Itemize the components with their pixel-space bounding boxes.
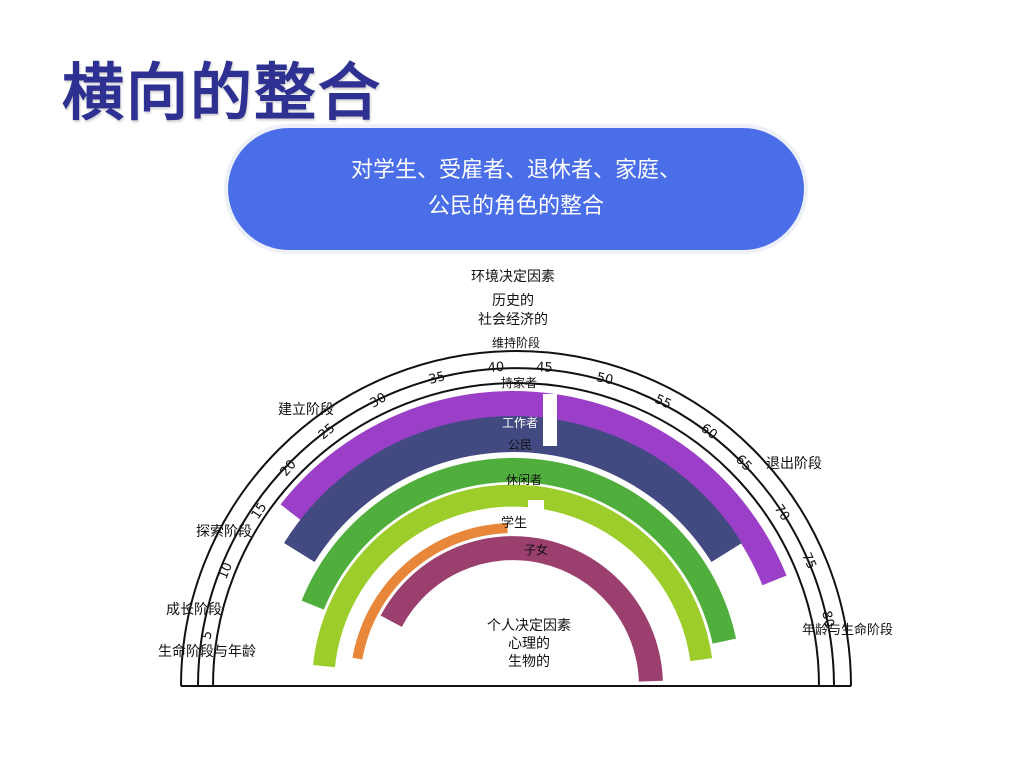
role-label-worker: 工作者 [502,416,538,430]
age-label-30: 30 [368,390,390,411]
outer-arc-3 [212,382,820,687]
worker-gap [543,394,557,446]
historical-label: 历史的 [492,293,534,309]
environment-determinants-label: 环境决定因素 [471,269,555,285]
age-label-15: 15 [249,500,271,522]
role-label-leisurite: 休闲者 [506,473,542,487]
age-label-70: 70 [771,502,793,524]
role-label-homemaker: 持家者 [501,375,537,390]
role-label-student: 学生 [501,515,527,531]
age-label-40: 40 [487,360,505,376]
age-label-45: 45 [536,360,553,376]
age-label-5: 5 [199,629,216,641]
life-stage-age-left-label: 生命阶段与年龄 [158,643,256,660]
biological-label: 生物的 [508,654,550,670]
age-label-10: 10 [216,561,236,582]
callout-line-1: 对学生、受雇者、退休者、家庭、 [350,158,681,183]
callout-line-2: 公民的角色的整合 [427,194,604,219]
student-gap [528,500,544,536]
age-label-50: 50 [595,370,614,388]
growth-stage-label: 成长阶段 [166,602,222,618]
band-worker [284,416,742,563]
age-label-35: 35 [427,369,447,388]
callout-box: 对学生、受雇者、退休者、家庭、 公民的角色的整合 [228,128,804,250]
outer-arc-2 [197,367,835,687]
age-label-80: 80 [818,609,837,629]
age-label-55: 55 [652,392,673,413]
age-label-75: 75 [798,551,818,572]
slide-title: 横向的整合 [62,56,383,129]
psychological-label: 心理的 [508,636,550,652]
personal-determinants-label: 个人决定因素 [487,618,571,634]
maintenance-stage-label: 维持阶段 [492,335,540,350]
outer-arc-1 [180,350,852,687]
band-citizen [301,457,737,644]
band-child [380,536,663,682]
age-life-stage-right-label: 年龄与生命阶段 [802,622,893,638]
disengagement-stage-label: 退出阶段 [766,456,822,472]
exploration-stage-label: 探索阶段 [196,523,252,540]
band-student [352,523,508,660]
socioeconomic-label: 社会经济的 [478,312,548,328]
band-leisurite [313,484,713,668]
role-label-child: 子女 [524,542,548,557]
role-label-citizen: 公民 [508,438,532,452]
establishment-stage-label: 建立阶段 [278,402,334,418]
